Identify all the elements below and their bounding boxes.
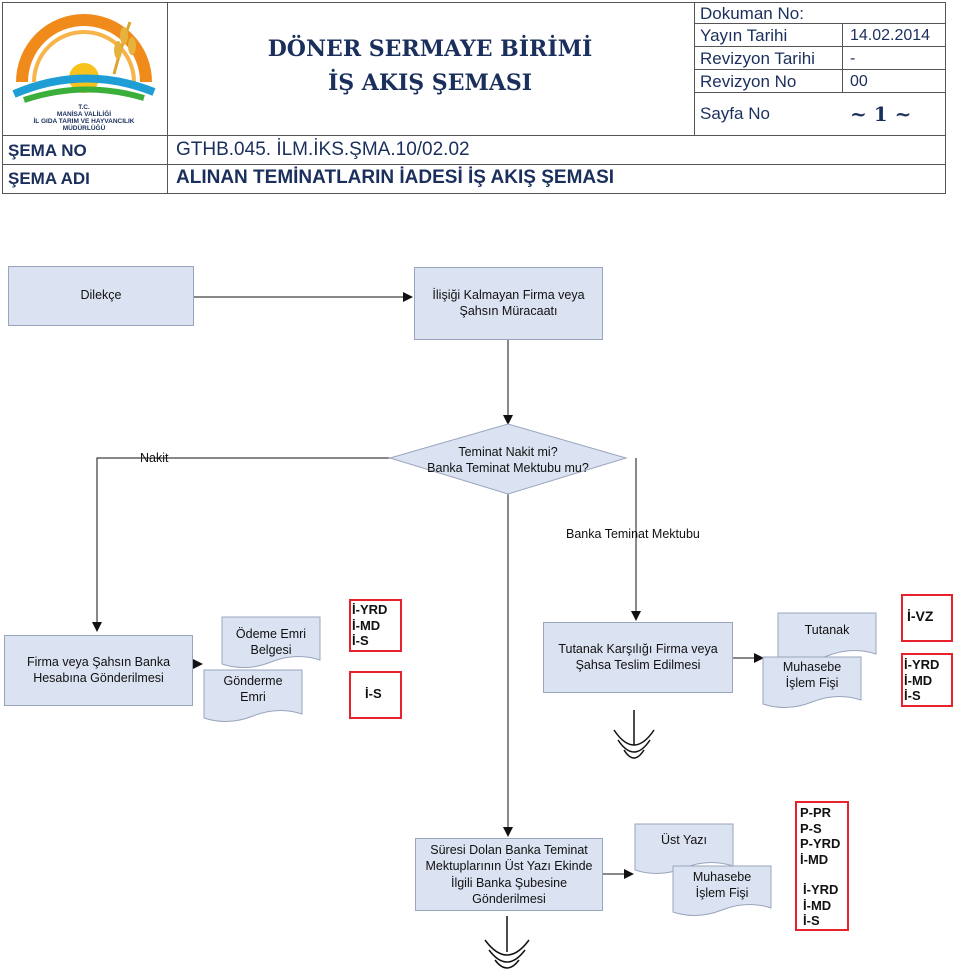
code-ivz-redbox: [901, 594, 953, 642]
svg-text:İL GIDA TARIM VE HAYVANCILIK: İL GIDA TARIM VE HAYVANCILIK: [34, 117, 135, 125]
sema-no-label: ŞEMA NO: [8, 141, 87, 160]
gonderme-emri-doc: [203, 669, 303, 722]
yayin-tarihi-label: Yayın Tarihi: [700, 26, 788, 45]
codes-right-redbox: [901, 653, 953, 707]
svg-text:MÜDÜRLÜĞÜ: MÜDÜRLÜĞÜ: [63, 123, 106, 132]
archive-symbol-1: [613, 710, 655, 759]
sema-no-value: GTHB.045. İLM.İKS.ŞMA.10/02.02: [176, 139, 470, 160]
tutanak-karsiligi-box: Tutanak Karşılığı Firma veya Şahsa Tesli…: [543, 622, 733, 693]
tutanak-text: Tutanak: [804, 623, 850, 637]
code-is-left-redbox: [349, 671, 402, 719]
firma-banka-box: Firma veya Şahsın Banka Hesabına Gönderi…: [4, 635, 193, 706]
sema-adi-value: ALINAN TEMİNATLARIN İADESİ İŞ AKIŞ ŞEMAS…: [176, 167, 615, 188]
gonderme-emri-text: Gönderme Emri: [223, 674, 283, 705]
nakit-label: Nakit: [140, 451, 169, 465]
sayfa-no-value: ~ 1 ~: [850, 102, 912, 126]
decision-text: Teminat Nakit mi? Banka Teminat Mektubu …: [427, 445, 589, 476]
revizyon-no-value: 00: [850, 73, 868, 90]
dokuman-no-label: Dokuman No:: [700, 4, 804, 23]
muhasebe-text-1: Muhasebe İşlem Fişi: [782, 660, 842, 691]
ust-yazi-text: Üst Yazı: [660, 833, 708, 847]
code-ivz: İ-VZ: [907, 608, 934, 624]
muhasebe-text-2: Muhasebe İşlem Fişi: [692, 870, 752, 901]
svg-text:T.C.: T.C.: [78, 104, 90, 111]
page-subtitle: İŞ AKIŞ ŞEMASI: [327, 70, 533, 96]
odeme-emri-text: Ödeme Emri Belgesi: [235, 627, 307, 658]
decision-diamond: [388, 423, 628, 495]
muhasebe-doc-2: [672, 865, 772, 916]
codes-bottom: İ-YRD İ-MD İ-S: [803, 882, 839, 929]
codes-left-redbox: [349, 599, 402, 652]
suresi-dolan-box: Süresi Dolan Banka Teminat Mektuplarının…: [415, 838, 603, 911]
sayfa-no-label: Sayfa No: [700, 104, 770, 123]
sema-adi-label: ŞEMA ADI: [8, 169, 90, 188]
ministry-logo: T.C. MANİSA VALİLİĞİ İL GIDA TARIM VE HA…: [12, 14, 156, 132]
odeme-emri-doc: [221, 616, 321, 668]
sema-adi-row: [2, 164, 946, 194]
btm-label: Banka Teminat Mektubu: [566, 527, 700, 541]
muracaat-box: İlişiği Kalmayan Firma veya Şahsın Mürac…: [414, 267, 603, 340]
revizyon-no-label: Revizyon No: [700, 72, 797, 91]
dilekce-box: Dilekçe: [8, 266, 194, 326]
page-title: DÖNER SERMAYE BİRİMİ: [267, 36, 593, 62]
header-table: [2, 2, 946, 194]
revizyon-tarihi-label: Revizyon Tarihi: [700, 49, 815, 68]
revizyon-tarihi-value: -: [850, 50, 856, 67]
svg-text:MANİSA VALİLİĞİ: MANİSA VALİLİĞİ: [57, 109, 111, 118]
codes-right: İ-YRD İ-MD İ-S: [904, 657, 940, 704]
archive-symbol-2: [484, 916, 530, 969]
muhasebe-doc-1: [762, 656, 862, 708]
arrow-nakit: [92, 457, 392, 632]
codes-left: İ-YRD İ-MD İ-S: [352, 602, 388, 649]
yayin-tarihi-value: 14.02.2014: [850, 27, 931, 44]
code-is-left: İ-S: [365, 686, 382, 701]
codes-bottom-top: P-PR P-S P-YRD İ-MD: [800, 805, 841, 867]
codes-bottom-redbox: [795, 801, 849, 931]
